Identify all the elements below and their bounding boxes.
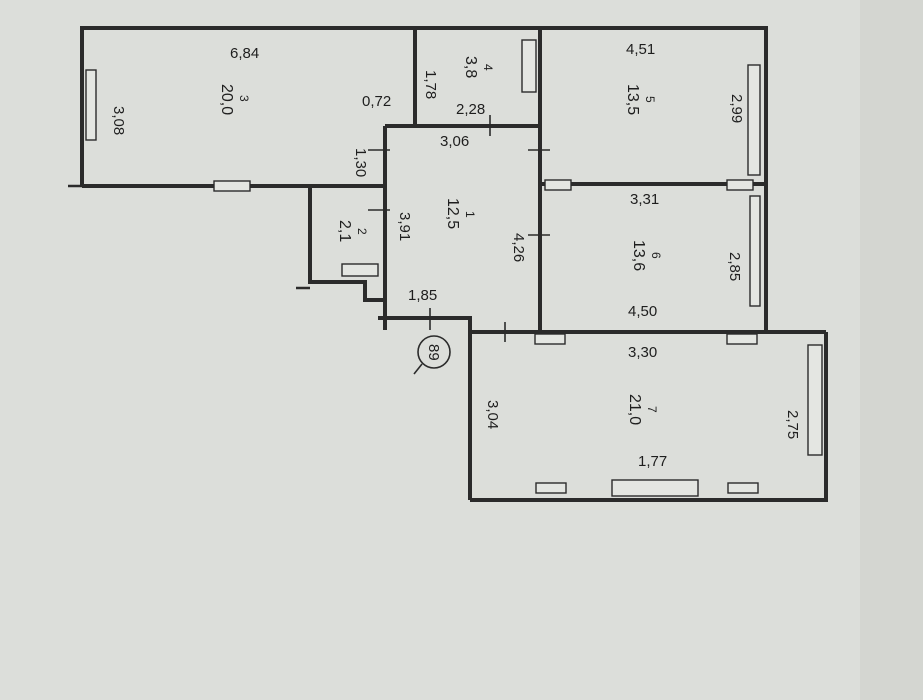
room-5-label: 5 13,5 (624, 84, 657, 115)
dimension-ticks (368, 115, 550, 342)
dim-451: 4,51 (626, 41, 655, 58)
dim-306: 3,06 (440, 133, 469, 150)
dim-285: 2,85 (726, 252, 743, 281)
room-3-number: 3 (237, 95, 251, 102)
room-3-area: 20,0 (218, 84, 235, 115)
room-5-area: 13,5 (624, 84, 641, 115)
room-4-area: 3,8 (462, 56, 479, 78)
dim-450: 4,50 (628, 303, 657, 320)
room-2-area: 2,1 (336, 220, 353, 242)
room-1-number: 1 (463, 211, 477, 218)
room-1-label: 1 12,5 (444, 198, 477, 229)
dim-308: 3,08 (110, 106, 127, 135)
dim-275: 2,75 (784, 410, 801, 439)
dim-130: 1,30 (352, 148, 369, 177)
room-5-number: 5 (643, 96, 657, 103)
room-6-number: 6 (649, 252, 663, 259)
dim-177: 1,77 (638, 453, 667, 470)
room-4-number: 4 (481, 64, 495, 71)
room-6-label: 6 13,6 (630, 240, 663, 271)
dim-684: 6,84 (230, 45, 259, 62)
dim-331: 3,31 (630, 191, 659, 208)
room-1-area: 12,5 (444, 198, 461, 229)
room-3-label: 3 20,0 (218, 84, 251, 115)
dimension-labels: 6,84 3,08 0,72 1,30 1,78 2,28 3,06 4,51 … (110, 41, 801, 470)
dim-304: 3,04 (484, 400, 501, 429)
room-2-number: 2 (355, 228, 369, 235)
paper-sheet (0, 0, 870, 700)
openings (85, 39, 823, 497)
room-2-label: 2 2,1 (336, 220, 369, 242)
room-6-area: 13,6 (630, 240, 647, 271)
room-4-label: 4 3,8 (462, 56, 495, 78)
dim-330: 3,30 (628, 344, 657, 361)
dim-299: 2,99 (728, 94, 745, 123)
room-7-label: 7 21,0 (626, 394, 659, 425)
dim-228: 2,28 (456, 101, 485, 118)
room-labels: 3 20,0 4 3,8 5 13,5 1 12,5 2 2,1 6 13,6 … (218, 56, 663, 425)
section-marker: 89 (413, 335, 451, 375)
dim-072: 0,72 (362, 93, 391, 110)
room-7-area: 21,0 (626, 394, 643, 425)
dim-426: 4,26 (510, 233, 527, 262)
background-edge (860, 0, 923, 700)
room-7-number: 7 (645, 406, 659, 413)
dim-391: 3,91 (396, 212, 413, 241)
dim-178: 1,78 (422, 70, 439, 99)
dim-185: 1,85 (408, 287, 437, 304)
marker-label: 89 (425, 344, 442, 361)
